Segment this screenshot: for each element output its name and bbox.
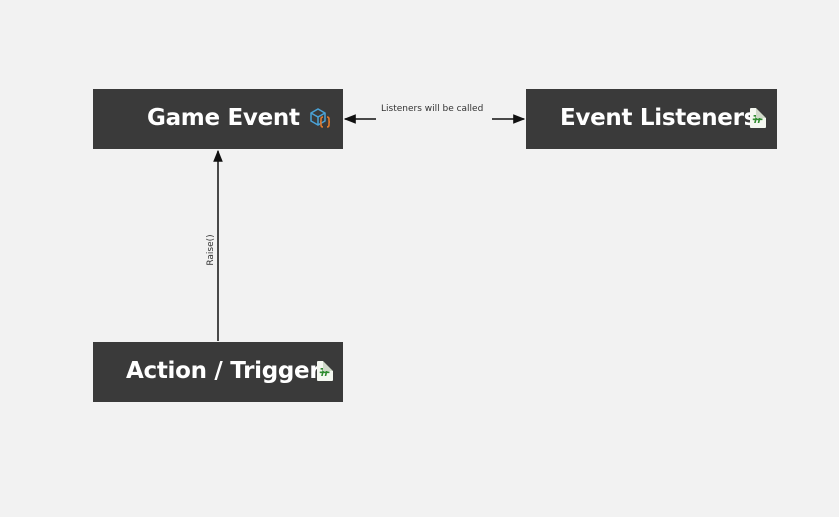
scriptable-object-icon [310, 108, 331, 128]
node-game-event[interactable]: Game Event [93, 89, 343, 149]
edge-label-raise: Raise() [206, 232, 216, 268]
node-game-event-title: Game Event [147, 105, 300, 131]
node-event-listeners-title: Event Listeners [560, 105, 758, 131]
edge-label-listeners: Listeners will be called [379, 104, 486, 114]
csharp-script-icon: # [317, 361, 333, 381]
node-action-trigger-title: Action / Trigger [126, 358, 321, 384]
csharp-script-icon: # [750, 108, 766, 128]
node-action-trigger[interactable]: Action / Trigger # [93, 342, 343, 402]
node-event-listeners[interactable]: Event Listeners # [526, 89, 777, 149]
